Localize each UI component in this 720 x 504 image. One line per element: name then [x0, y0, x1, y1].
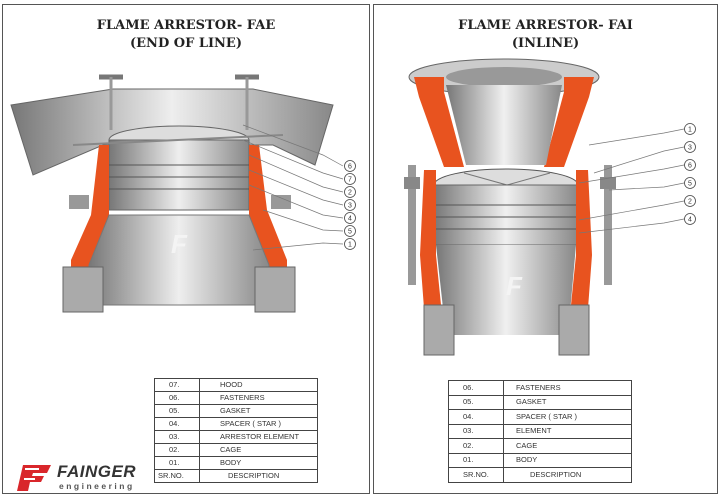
fai-cutaway-illustration: F 1 3 6 5 2 4 [404, 58, 696, 356]
fai-panel: FLAME ARRESTOR- FAI (INLINE) [373, 4, 718, 494]
f-logo-emboss: F [506, 271, 523, 301]
description: SPACER ( STAR ) [199, 417, 318, 431]
sr-no-header: SR.NO. [154, 469, 200, 483]
table-row: 07.HOOD [154, 378, 318, 392]
callout: 7 [348, 177, 352, 184]
sr-no-header: SR.NO. [448, 467, 504, 483]
callout: 5 [688, 181, 692, 188]
fai-parts-table: 06.FASTENERS 05.GASKET 04.SPACER ( STAR … [448, 380, 632, 483]
sr-no: 03. [448, 423, 504, 439]
description-header: DESCRIPTION [503, 467, 632, 483]
table-row: 06.FASTENERS [154, 391, 318, 405]
table-row: 01.BODY [448, 452, 632, 468]
fae-parts-table: 07.HOOD 06.FASTENERS 05.GASKET 04.SPACER… [154, 378, 318, 483]
sr-no: 06. [154, 391, 200, 405]
sr-no: 06. [448, 380, 504, 396]
brand-subtitle: engineering [59, 481, 135, 491]
callout: 6 [348, 164, 352, 171]
sr-no: 05. [448, 394, 504, 410]
sr-no: 01. [448, 452, 504, 468]
table-row: 04.SPACER ( STAR ) [154, 417, 318, 431]
table-row: 03.ARRESTOR ELEMENT [154, 430, 318, 444]
table-row: 05.GASKET [448, 394, 632, 410]
callout: 6 [688, 163, 692, 170]
sr-no: 01. [154, 456, 200, 470]
callout: 3 [348, 203, 352, 210]
description: HOOD [199, 378, 318, 392]
fainger-logo: FAINGER engineering [17, 462, 136, 498]
table-row: 03.ELEMENT [448, 423, 632, 439]
description: GASKET [199, 404, 318, 418]
sr-no: 03. [154, 430, 200, 444]
description: FASTENERS [199, 391, 318, 405]
description: BODY [199, 456, 318, 470]
description: SPACER ( STAR ) [503, 409, 632, 425]
sr-no: 02. [154, 443, 200, 457]
callout: 5 [348, 229, 352, 236]
table-row: 04.SPACER ( STAR ) [448, 409, 632, 425]
sr-no: 07. [154, 378, 200, 392]
callout: 4 [688, 217, 692, 224]
callout: 4 [348, 216, 352, 223]
sr-no: 05. [154, 404, 200, 418]
callout: 1 [688, 127, 692, 134]
f-logo-emboss: F [171, 229, 188, 259]
fai-title: FLAME ARRESTOR- FAI [458, 18, 633, 33]
callout: 1 [348, 242, 352, 249]
fae-subtitle: (END OF LINE) [130, 36, 242, 51]
table-row: 01.BODY [154, 456, 318, 470]
description: FASTENERS [503, 380, 632, 396]
table-header-row: SR.NO.DESCRIPTION [154, 469, 318, 483]
sr-no: 04. [448, 409, 504, 425]
table-row: 05.GASKET [154, 404, 318, 418]
table-row: 02.CAGE [154, 443, 318, 457]
fae-cutaway-illustration: F 6 7 2 3 4 5 1 [10, 74, 356, 313]
callout: 2 [348, 190, 352, 197]
fae-title: FLAME ARRESTOR- FAE [96, 18, 276, 33]
callout: 3 [688, 145, 692, 152]
table-row: 02.CAGE [448, 438, 632, 454]
description: CAGE [199, 443, 318, 457]
table-row: 06.FASTENERS [448, 380, 632, 396]
fae-panel: FLAME ARRESTOR- FAE (END OF LINE) [2, 4, 370, 494]
sr-no: 04. [154, 417, 200, 431]
sr-no: 02. [448, 438, 504, 454]
table-header-row: SR.NO.DESCRIPTION [448, 467, 632, 483]
fai-subtitle: (INLINE) [511, 36, 580, 51]
description: GASKET [503, 394, 632, 410]
description: CAGE [503, 438, 632, 454]
fainger-logo-mark [17, 465, 51, 491]
description: ARRESTOR ELEMENT [199, 430, 318, 444]
brand-name: FAINGER [57, 462, 137, 481]
callout: 2 [688, 199, 692, 206]
description: BODY [503, 452, 632, 468]
description-header: DESCRIPTION [199, 469, 318, 483]
description: ELEMENT [503, 423, 632, 439]
